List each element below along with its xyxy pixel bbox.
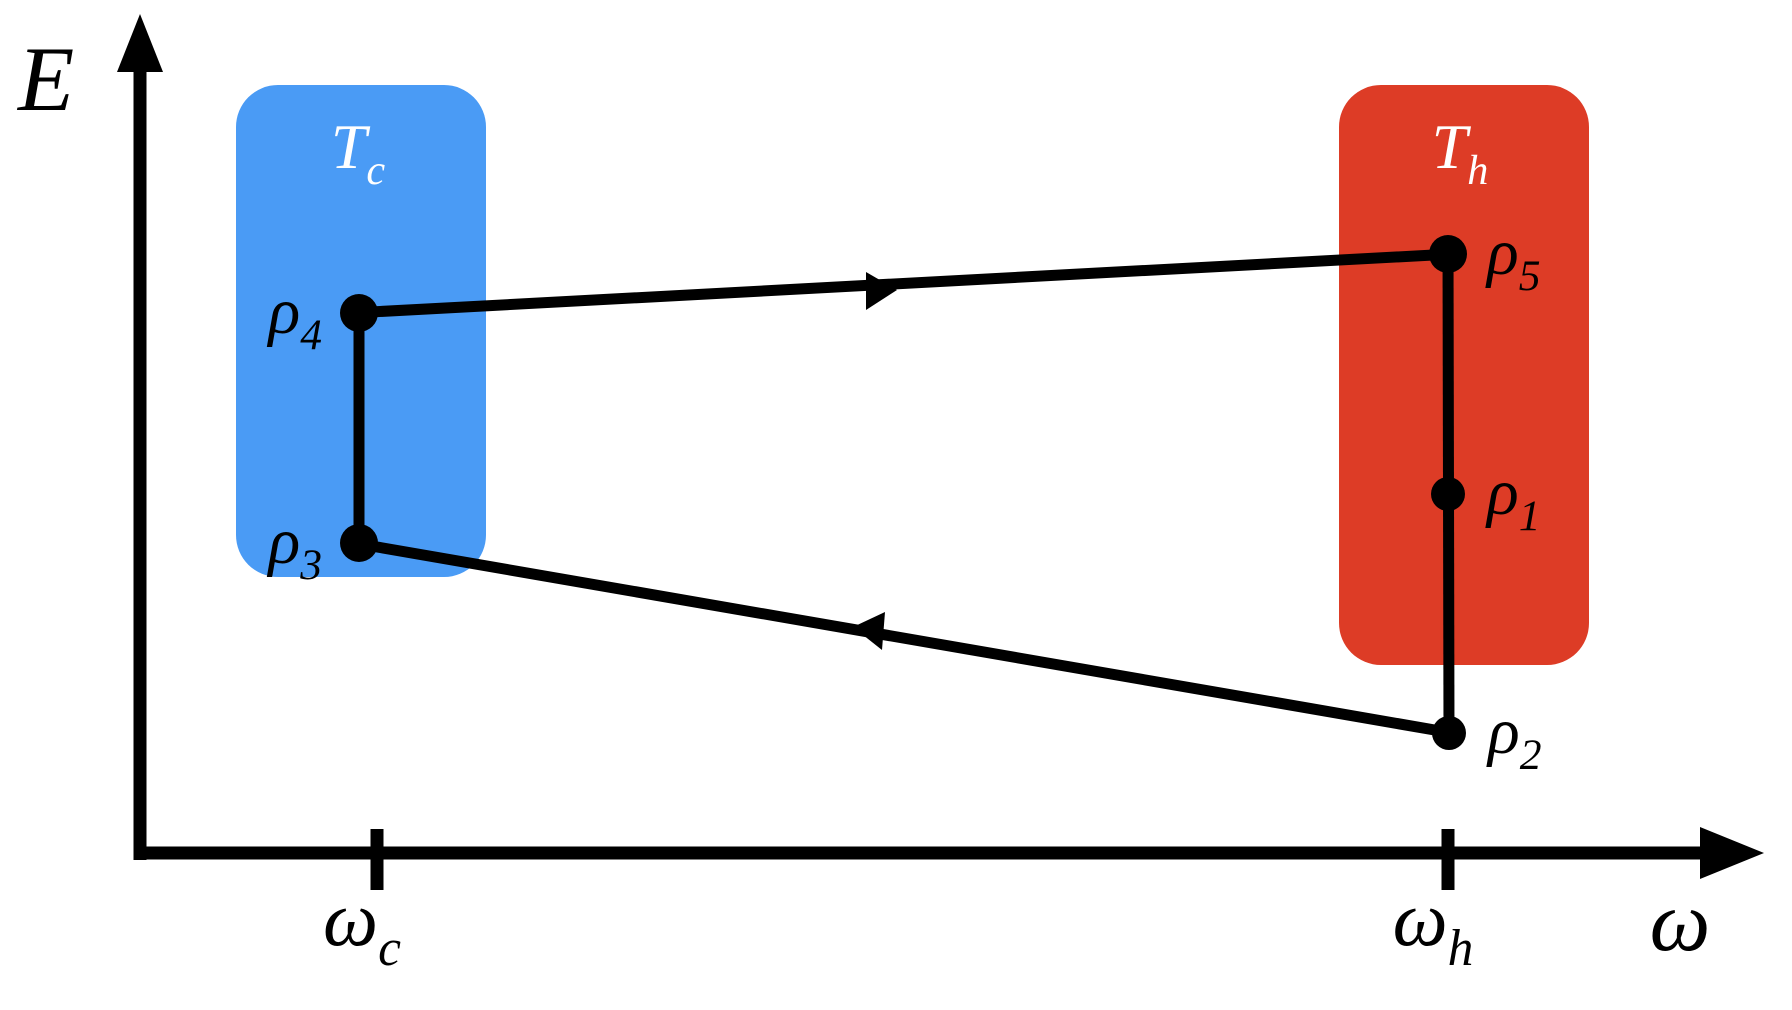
rho2-base: ρ — [1486, 695, 1520, 768]
stroke-expansion-to-hot — [351, 248, 1453, 319]
hot-reservoir-label-sub: h — [1467, 147, 1488, 194]
axes-group — [117, 14, 1764, 890]
y-axis-label: E — [16, 28, 74, 130]
omega-c-sub: c — [378, 920, 401, 977]
hot-reservoir-label: Th — [1432, 111, 1489, 194]
reservoir-group — [236, 85, 1589, 665]
omega-h-base: ω — [1393, 875, 1448, 962]
rho1-sub: 1 — [1519, 492, 1541, 540]
hot-reservoir-label-base: T — [1432, 111, 1472, 182]
x-tick-label-omega-c: ωc — [323, 875, 401, 977]
x-axis-label: ω — [1650, 873, 1711, 969]
x-tick-label-omega-h: ωh — [1393, 875, 1474, 977]
state-point-rho1 — [1431, 477, 1465, 511]
state-label-rho3: ρ3 — [267, 505, 322, 589]
omega-h-sub: h — [1448, 920, 1474, 977]
cold-reservoir-label-sub: c — [366, 147, 385, 194]
state-point-rho2 — [1432, 716, 1466, 750]
cycle-strokes — [351, 248, 1455, 739]
x-axis-arrowhead — [1700, 827, 1764, 879]
state-label-rho2: ρ2 — [1486, 695, 1541, 779]
state-label-rho5: ρ5 — [1485, 216, 1540, 300]
axis-labels: E ω ωc ωh — [16, 28, 1710, 977]
stroke-arrowheads — [853, 272, 897, 650]
y-axis-arrowhead — [117, 14, 163, 72]
state-label-rho1: ρ1 — [1485, 456, 1540, 540]
rho4-sub: 4 — [300, 311, 322, 359]
rho5-base: ρ — [1485, 216, 1519, 289]
state-label-rho4: ρ4 — [267, 275, 322, 359]
state-labels: ρ4 ρ3 ρ5 ρ1 ρ2 — [267, 216, 1542, 779]
state-point-rho5 — [1429, 235, 1467, 273]
rho3-base: ρ — [267, 505, 301, 578]
reservoir-labels: Tc Th — [331, 111, 1489, 194]
state-points — [340, 235, 1467, 750]
rho5-sub: 5 — [1519, 252, 1541, 300]
arrowhead-compression-left — [853, 612, 885, 650]
rho4-base: ρ — [267, 275, 301, 348]
rho1-base: ρ — [1485, 456, 1519, 529]
state-point-rho4 — [340, 294, 378, 332]
state-point-rho3 — [340, 524, 378, 562]
cold-reservoir-label: Tc — [331, 111, 386, 194]
rho2-sub: 2 — [1520, 731, 1542, 779]
cold-reservoir-label-base: T — [331, 111, 371, 182]
rho3-sub: 3 — [299, 541, 322, 589]
omega-c-base: ω — [323, 875, 378, 962]
arrowhead-expansion-right — [866, 272, 897, 310]
hot-reservoir-block — [1339, 85, 1589, 665]
stroke-compression-to-cold — [353, 537, 1453, 739]
